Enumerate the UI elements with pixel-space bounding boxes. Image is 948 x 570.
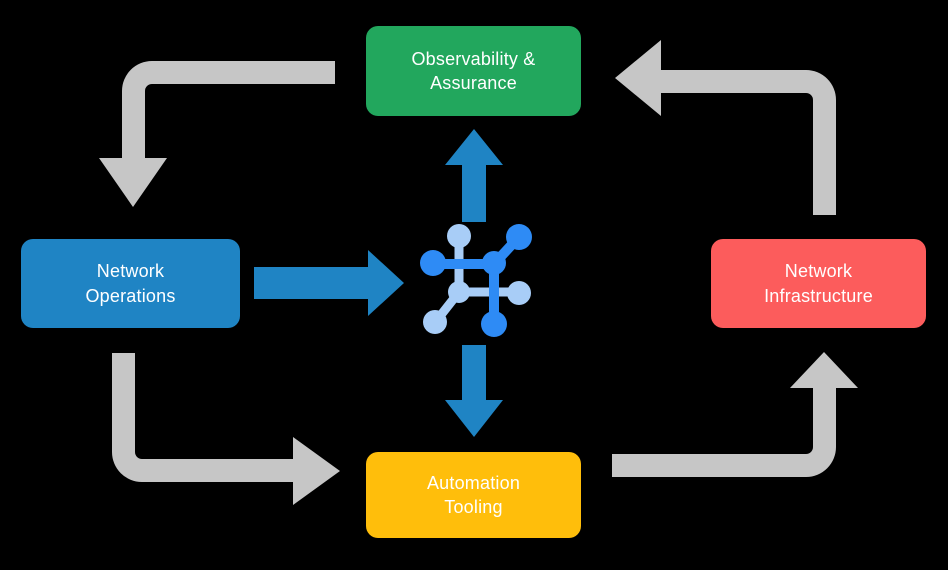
- node-box-observability[interactable]: Observability & Assurance: [366, 26, 581, 116]
- cycle-arrow-infrastructure-to-observability: [615, 40, 836, 215]
- flow-arrow-center-to-observability: [445, 129, 503, 222]
- flow-arrow-center-to-automation: [445, 345, 503, 437]
- node-box-network-operations[interactable]: Network Operations: [21, 239, 240, 328]
- node-box-automation-tooling[interactable]: Automation Tooling: [366, 452, 581, 538]
- node-label-observability: Observability & Assurance: [411, 48, 536, 93]
- flow-arrow-operations-to-center: [254, 250, 404, 316]
- network-topology-icon: [420, 224, 532, 337]
- node-label-network-operations: Network Operations: [85, 261, 176, 306]
- cycle-arrow-observability-to-operations: [99, 61, 335, 207]
- node-label-network-infrastructure: Network Infrastructure: [764, 261, 873, 306]
- node-label-automation-tooling: Automation Tooling: [426, 472, 521, 517]
- cycle-arrow-operations-to-automation: [112, 353, 340, 505]
- node-box-network-infrastructure[interactable]: Network Infrastructure: [711, 239, 926, 328]
- cycle-arrow-automation-to-infrastructure: [612, 352, 858, 477]
